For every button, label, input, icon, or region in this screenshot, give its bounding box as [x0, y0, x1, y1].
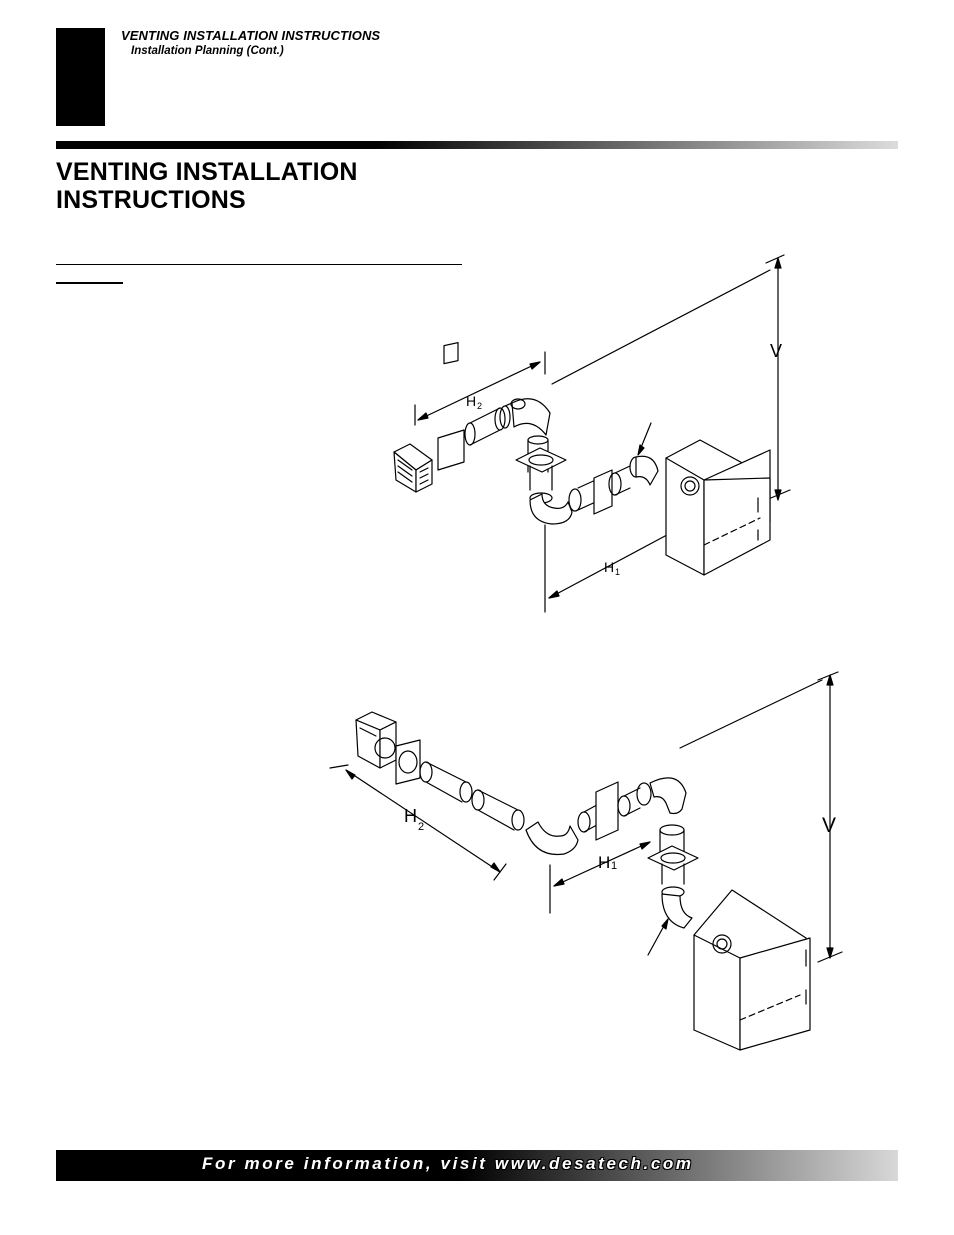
fig2-h1-sub: 1	[611, 860, 617, 872]
fig1-h2-sub: 2	[477, 401, 482, 411]
fig2-h1-label: H	[598, 853, 610, 872]
fig1-h2-label: H	[466, 393, 476, 409]
section-short-rule	[56, 282, 123, 284]
figure-1-dimension-lines	[414, 254, 791, 613]
page-title: VENTING INSTALLATION INSTRUCTIONS	[56, 158, 358, 214]
fig1-v-label: V	[770, 341, 782, 361]
figure-2-labels: H 2 H 1 V	[404, 806, 836, 872]
footer-bar: For more information, visit www.desatech…	[56, 1150, 898, 1181]
section-rule	[56, 264, 462, 265]
page-title-line1: VENTING INSTALLATION	[56, 158, 358, 186]
fig1-h1-sub: 1	[615, 567, 620, 577]
fig2-h2-sub: 2	[418, 821, 424, 833]
page-title-line2: INSTRUCTIONS	[56, 186, 246, 214]
section-tab	[56, 28, 105, 126]
footer-text: For more information, visit www.desatech…	[202, 1154, 694, 1173]
figure-2-appliance	[693, 889, 811, 1051]
header-subtitle: Installation Planning (Cont.)	[131, 45, 284, 57]
figure-2-vent-pipes	[355, 711, 699, 929]
figure-1-appliance	[665, 439, 771, 576]
fig1-h1-label: H	[604, 559, 614, 575]
figure-1-labels: H 2 H 1 V	[466, 341, 782, 577]
figure-1-vent-pipes	[393, 342, 659, 525]
figure-2-dimension-lines	[329, 671, 843, 963]
figure-2: H 2 H 1 V	[329, 671, 843, 1051]
figure-1: H 2 H 1 V	[393, 254, 791, 613]
fig2-v-label: V	[822, 814, 836, 837]
fig2-h2-label: H	[404, 806, 417, 826]
header-title: VENTING INSTALLATION INSTRUCTIONS	[121, 28, 381, 43]
header-gradient-rule	[56, 141, 898, 149]
